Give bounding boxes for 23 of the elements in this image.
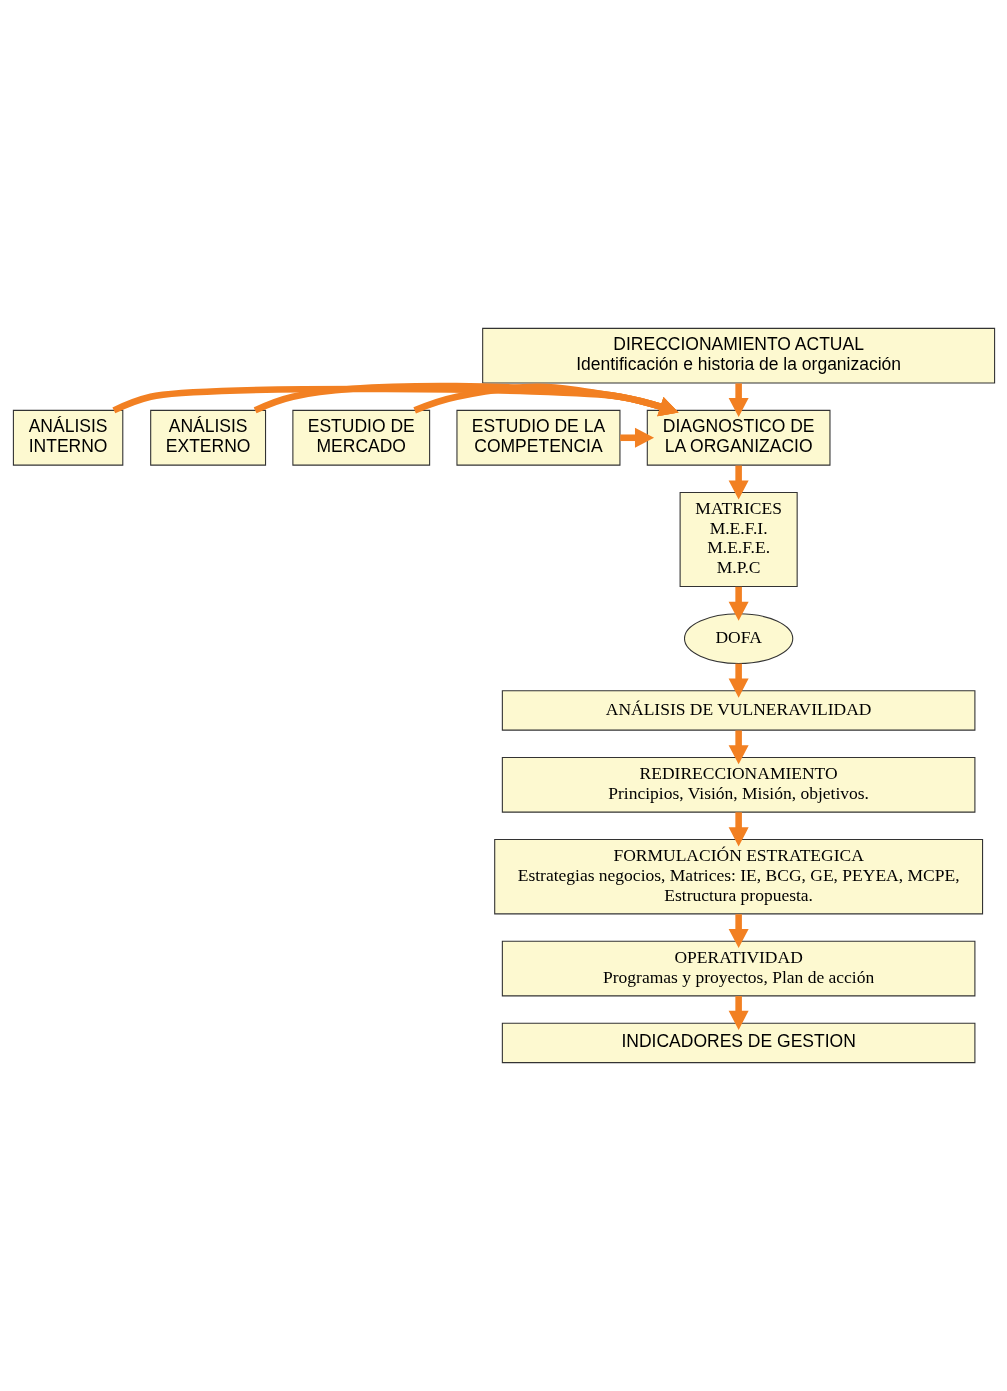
node-box: REDIRECCIONAMIENTO Principios, Visión, Misión, objetivos. <box>501 756 975 813</box>
node-box: ESTUDIO DE LA COMPETENCIA <box>455 409 620 466</box>
node-box: ESTUDIO DE MERCADO <box>291 409 430 466</box>
arrow <box>728 914 749 948</box>
arrow <box>728 996 749 1030</box>
node-box: ANÁLISIS INTERNO <box>12 409 123 466</box>
arrow <box>728 586 749 621</box>
arrow <box>412 383 679 417</box>
node-box: DIRECCIONAMIENTO ACTUAL Identificación e historia de la organización <box>481 327 995 384</box>
node-box: ANÁLISIS DE VULNERAVILIDAD <box>501 690 975 731</box>
node-box: ANÁLISIS EXTERNO <box>149 409 266 466</box>
node-box: DIAGNOSTICO DE LA ORGANIZACIO <box>646 409 830 466</box>
node-box: INDICADORES DE GESTION <box>501 1022 975 1064</box>
arrow <box>111 385 679 417</box>
node-ellipse: DOFA <box>683 613 793 665</box>
arrow <box>253 382 679 417</box>
node-box: FORMULACIÓN ESTRATEGICA Estrategias negocios, Matrices: IE, BCG, GE, PEYEA, MCPE, Estructura propuesta. <box>493 838 983 915</box>
arrow <box>728 383 749 417</box>
node-box: MATRICES M.E.F.I. M.E.F.E. M.P.C <box>679 491 798 588</box>
arrow <box>619 427 654 448</box>
arrow <box>728 730 749 765</box>
arrow <box>728 812 749 847</box>
node-box: OPERATIVIDAD Programas y proyectos, Plan de acción <box>501 940 975 997</box>
